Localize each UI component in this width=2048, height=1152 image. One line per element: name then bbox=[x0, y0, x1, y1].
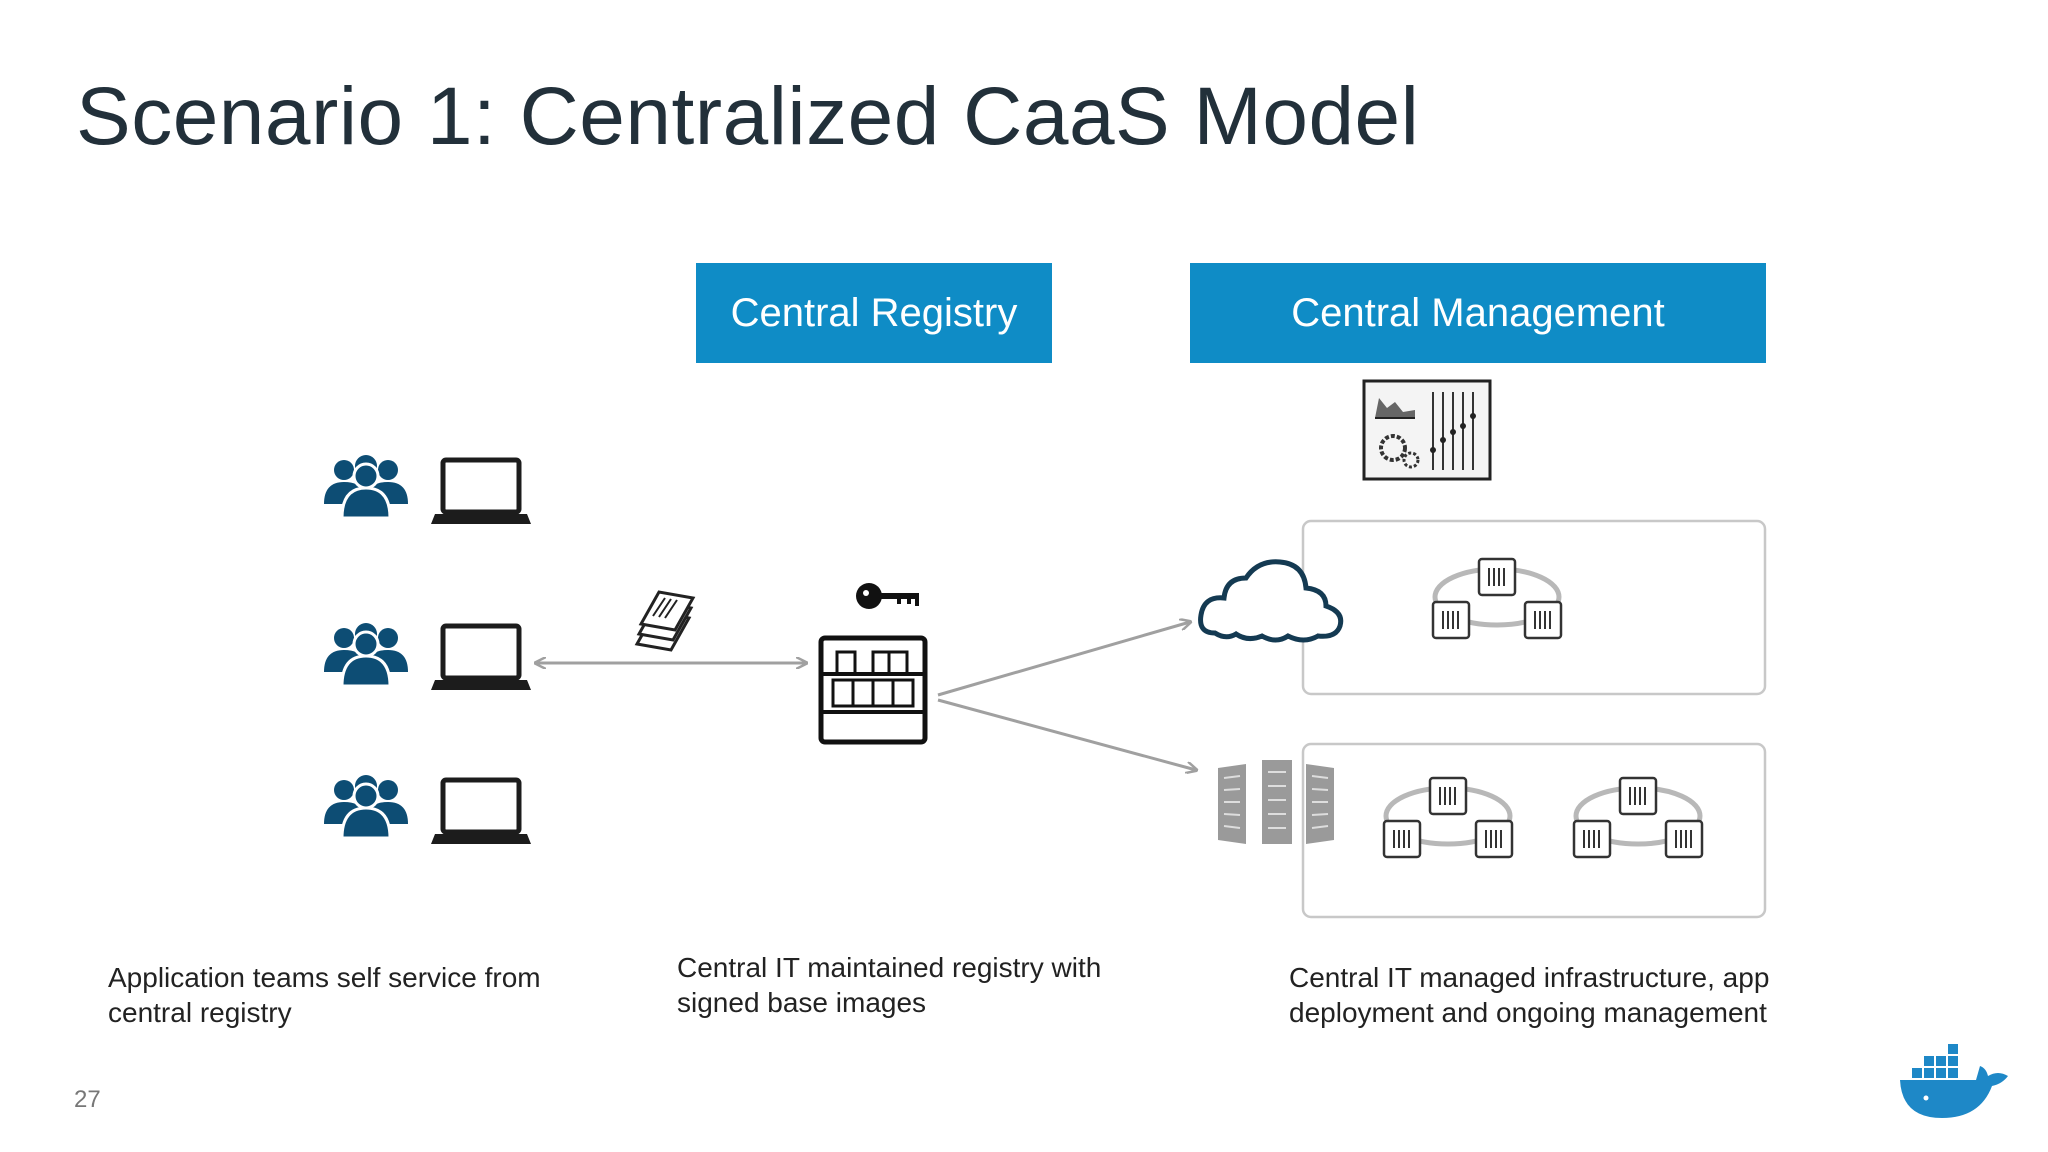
management-caption: Central IT managed infrastructure, app d… bbox=[1289, 962, 1770, 1028]
laptop-icon bbox=[431, 626, 531, 690]
app-team-row-1 bbox=[322, 453, 531, 524]
management-console-icon bbox=[1362, 379, 1492, 481]
page-number: 27 bbox=[74, 1086, 101, 1113]
page-title: Scenario 1: Centralized CaaS Model bbox=[76, 71, 1420, 162]
people-icon bbox=[322, 773, 410, 840]
key-icon bbox=[856, 583, 919, 609]
people-icon bbox=[322, 621, 410, 688]
registry-caption: Central IT maintained registry with sign… bbox=[677, 952, 1102, 1018]
app-team-row-2 bbox=[322, 621, 531, 690]
people-icon bbox=[322, 453, 410, 520]
docker-whale-logo bbox=[1900, 1044, 2008, 1118]
deploy-to-datacenter-arrow bbox=[937, 698, 1196, 770]
signed-images-icon bbox=[634, 590, 696, 652]
central-registry-banner: Central Registry bbox=[696, 263, 1052, 363]
laptop-icon bbox=[431, 460, 531, 524]
registry-icon bbox=[818, 635, 928, 745]
deploy-to-cloud-arrow bbox=[937, 622, 1190, 697]
app-teams-caption: Application teams self service from cent… bbox=[108, 962, 541, 1028]
cloud-icon bbox=[1198, 559, 1344, 643]
app-team-row-3 bbox=[322, 773, 531, 844]
datacenter-servers-icon bbox=[1217, 760, 1335, 845]
central-management-banner: Central Management bbox=[1190, 263, 1766, 363]
laptop-icon bbox=[431, 780, 531, 844]
